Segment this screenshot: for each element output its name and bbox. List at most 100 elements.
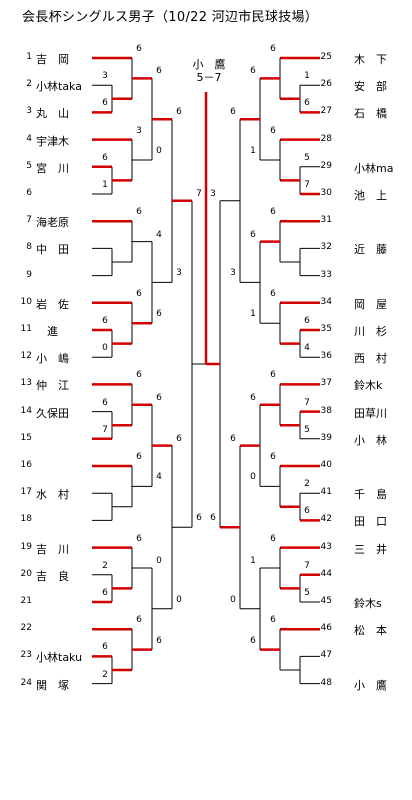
score-label: 6 bbox=[250, 229, 256, 240]
score-label: 6 bbox=[270, 288, 276, 299]
score-label: 6 bbox=[270, 533, 276, 544]
player-name: 久保田 bbox=[36, 406, 69, 420]
player-number: 33 bbox=[320, 269, 332, 280]
player-number: 39 bbox=[320, 432, 332, 443]
player-name: 丸 山 bbox=[36, 107, 69, 121]
player-number: 18 bbox=[20, 514, 32, 525]
score-label: 6 bbox=[136, 207, 142, 218]
player-number: 30 bbox=[320, 188, 332, 198]
score-label: 6 bbox=[156, 635, 162, 646]
player-number: 9 bbox=[26, 269, 32, 280]
player-name: 松 本 bbox=[354, 624, 387, 638]
score-label: 6 bbox=[102, 316, 108, 326]
score-label: 7 bbox=[304, 560, 310, 571]
player-number: 48 bbox=[320, 677, 332, 688]
score-label: 6 bbox=[304, 316, 310, 326]
player-name: 小 嶋 bbox=[36, 352, 69, 366]
player-name: 木 下 bbox=[354, 53, 387, 66]
player-name: 岡 屋 bbox=[354, 297, 387, 311]
score-label: 6 bbox=[250, 635, 256, 646]
player-number: 29 bbox=[320, 160, 332, 171]
player-name: 小林taku bbox=[36, 651, 83, 665]
score-label: 2 bbox=[304, 479, 310, 490]
player-number: 26 bbox=[320, 79, 332, 90]
player-name: 三 井 bbox=[354, 542, 387, 556]
player-number: 10 bbox=[20, 296, 32, 307]
player-name: 関 塚 bbox=[36, 678, 69, 692]
player-number: 24 bbox=[20, 677, 32, 688]
player-name: 中 田 bbox=[36, 243, 69, 257]
player-number: 41 bbox=[320, 487, 332, 498]
player-number: 38 bbox=[320, 405, 332, 416]
player-number: 31 bbox=[320, 215, 332, 226]
player-name: 安 部 bbox=[354, 80, 387, 94]
player-number: 7 bbox=[26, 215, 32, 226]
player-name: 吉 良 bbox=[36, 569, 69, 583]
score-label: 1 bbox=[250, 309, 256, 320]
player-name: 小 林 bbox=[354, 433, 387, 447]
score-label: 6 bbox=[176, 433, 182, 444]
champion-score: 5－7 bbox=[196, 71, 222, 84]
score-label: 6 bbox=[136, 533, 142, 544]
score-label: 6 bbox=[230, 433, 236, 444]
player-name: 小林taka bbox=[36, 80, 82, 94]
player-name: 近 藤 bbox=[354, 243, 387, 257]
score-label: 6 bbox=[156, 66, 162, 77]
score-label: 7 bbox=[304, 180, 310, 190]
score-label: 6 bbox=[270, 125, 276, 136]
score-label: 3 bbox=[210, 188, 216, 199]
player-number: 11 bbox=[20, 324, 32, 334]
player-name: 鈴木s bbox=[354, 597, 382, 610]
score-label: 6 bbox=[176, 107, 182, 118]
player-number: 3 bbox=[26, 106, 32, 117]
player-number: 16 bbox=[20, 460, 32, 470]
score-label: 5 bbox=[304, 588, 310, 598]
score-label: 5 bbox=[304, 424, 310, 435]
player-number: 22 bbox=[20, 623, 32, 634]
score-label: 6 bbox=[270, 44, 276, 54]
player-number: 21 bbox=[20, 596, 32, 606]
player-number: 37 bbox=[320, 378, 332, 389]
player-number: 4 bbox=[26, 133, 32, 144]
score-label: 6 bbox=[136, 452, 142, 462]
score-label: 2 bbox=[102, 669, 108, 680]
player-name: 田 口 bbox=[354, 515, 387, 529]
score-label: 1 bbox=[102, 180, 108, 190]
score-label: 6 bbox=[270, 615, 276, 626]
score-label: 0 bbox=[176, 594, 182, 605]
player-name: 鈴木k bbox=[354, 379, 383, 393]
player-name: 小 鷹 bbox=[354, 678, 387, 692]
player-number: 14 bbox=[20, 405, 32, 416]
score-label: 6 bbox=[102, 152, 108, 163]
score-label: 0 bbox=[156, 556, 162, 566]
score-label: 6 bbox=[136, 370, 142, 381]
player-number: 40 bbox=[320, 460, 332, 470]
player-name: 岩 佐 bbox=[36, 297, 69, 311]
score-label: 6 bbox=[270, 370, 276, 381]
score-label: 4 bbox=[304, 343, 310, 354]
score-label: 7 bbox=[102, 424, 108, 435]
player-number: 44 bbox=[320, 568, 332, 579]
player-number: 20 bbox=[20, 568, 32, 579]
player-number: 32 bbox=[320, 242, 332, 253]
player-number: 15 bbox=[20, 432, 32, 443]
player-number: 28 bbox=[320, 133, 332, 144]
score-label: 5 bbox=[304, 152, 310, 163]
player-number: 19 bbox=[20, 541, 32, 552]
player-number: 1 bbox=[26, 52, 32, 62]
score-label: 6 bbox=[156, 309, 162, 320]
player-name: 西 村 bbox=[354, 352, 387, 366]
score-label: 6 bbox=[250, 66, 256, 77]
score-label: 6 bbox=[102, 588, 108, 598]
score-label: 4 bbox=[156, 229, 162, 240]
player-number: 36 bbox=[320, 351, 332, 362]
player-number: 8 bbox=[26, 242, 32, 253]
player-number: 47 bbox=[320, 650, 332, 661]
score-label: 6 bbox=[136, 615, 142, 626]
score-label: 1 bbox=[304, 71, 310, 82]
score-label: 6 bbox=[136, 44, 142, 54]
score-label: 6 bbox=[102, 397, 108, 408]
score-label: 3 bbox=[136, 125, 142, 136]
player-number: 45 bbox=[320, 596, 332, 606]
